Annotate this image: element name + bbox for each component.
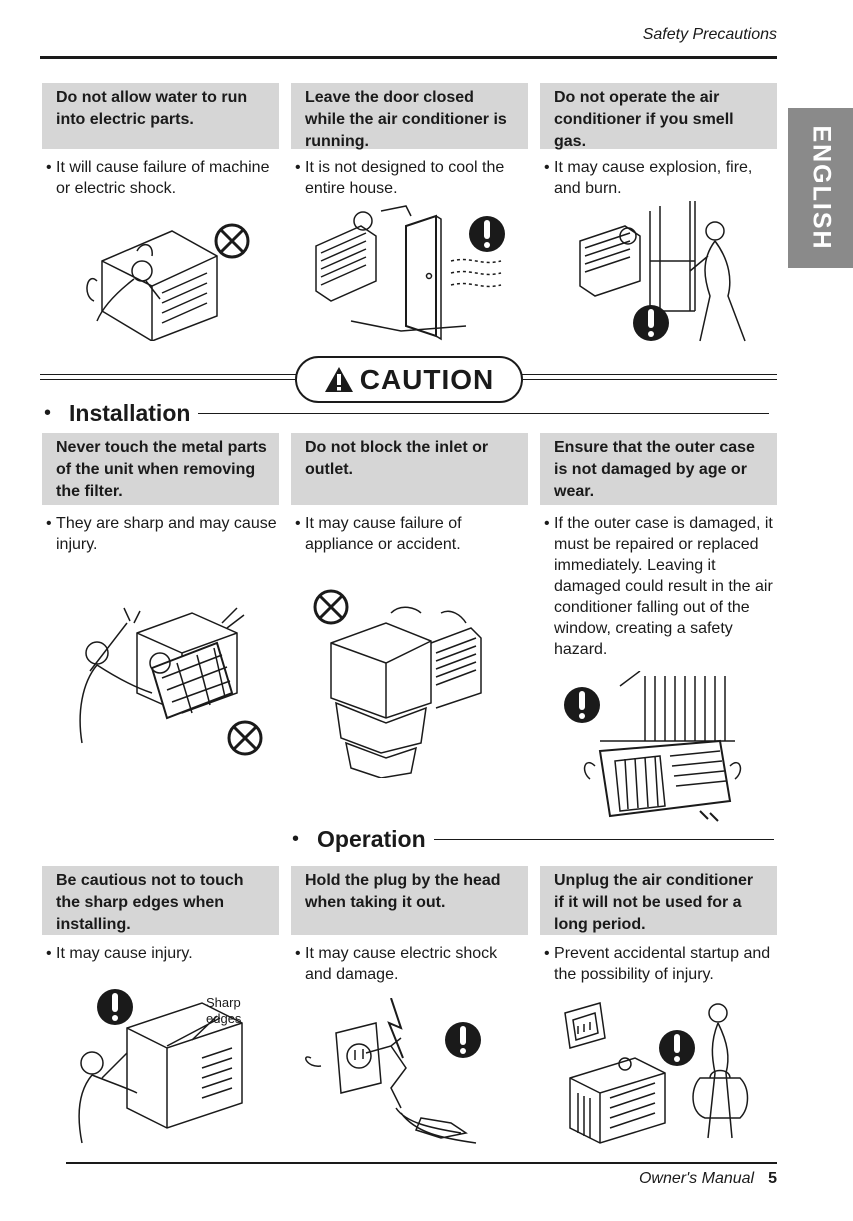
footer: Owner's Manual 5 [639,1170,777,1188]
water-electric-illustration [86,223,250,341]
installation-description: They are sharp and may cause injury. [42,513,279,555]
installation-title: Ensure that the outer case is not damage… [540,433,777,505]
installation-heading-rule [198,412,770,415]
prohibited-icon [227,720,263,756]
sharp-edges-callout-line2: edges [206,1011,242,1026]
header-rule [40,56,777,59]
unplug-illustration [564,1002,749,1144]
language-tab: ENGLISH [788,108,853,268]
mandatory-icon [469,216,505,252]
sharp-edges-illustration: Sharp edges [78,989,243,1144]
installation-description: It may cause failure of appliance or acc… [291,513,528,555]
mandatory-icon [659,1030,695,1066]
operation-title: Unplug the air conditioner if it will no… [540,866,777,935]
top-warnings-row: Do not allow water to run into electric … [42,83,777,342]
warning-triangle-icon [324,367,353,392]
operation-description: Prevent accidental startup and the possi… [540,943,777,985]
blocked-vent-illustration [313,589,482,778]
installation-row: Never touch the metal parts of the unit … [42,433,777,822]
warning-description: It will cause failure of machine or elec… [42,157,279,199]
warning-description: It may cause explosion, fire, and burn. [540,157,777,199]
warning-card-water: Do not allow water to run into electric … [42,83,279,341]
language-tab-label: ENGLISH [807,125,835,251]
caution-right-rule [521,374,777,380]
operation-heading-rule [433,838,774,841]
operation-card-unplug: Unplug the air conditioner if it will no… [540,866,777,1144]
sharp-edges-callout-line1: Sharp [206,995,241,1010]
warning-title: Do not operate the air conditioner if yo… [540,83,777,150]
caution-label: CAUTION [359,363,495,395]
gas-illustration [579,201,746,342]
operation-description: It may cause electric shock and damage. [291,943,528,985]
footer-rule [66,1162,777,1164]
operation-heading: • Operation [292,826,774,853]
mandatory-icon [97,989,133,1025]
operation-card-sharp-edges: Be cautious not to touch the sharp edges… [42,866,279,1144]
filter-removal-illustration [79,607,263,756]
mandatory-icon [445,1022,481,1058]
footer-manual-label: Owner's Manual [638,1170,755,1187]
caution-left-rule [40,374,297,380]
operation-title: Be cautious not to touch the sharp edges… [42,866,279,935]
installation-card-metal-parts: Never touch the metal parts of the unit … [42,433,279,756]
caution-pill: CAUTION [295,356,523,403]
installation-heading-label: Installation [69,400,191,426]
warning-title: Leave the door closed while the air cond… [291,83,528,150]
warning-title: Do not allow water to run into electric … [42,83,279,149]
prohibited-icon [214,223,250,259]
prohibited-icon [313,589,349,625]
operation-card-plug: Hold the plug by the head when taking it… [291,866,528,1144]
door-illustration [315,205,505,341]
installation-title: Never touch the metal parts of the unit … [42,433,279,505]
operation-description: It may cause injury. [42,943,279,964]
installation-card-outer-case: Ensure that the outer case is not damage… [540,433,777,822]
installation-title: Do not block the inlet or outlet. [291,433,528,505]
warning-card-gas: Do not operate the air conditioner if yo… [540,83,777,342]
warning-description: It is not designed to cool the entire ho… [291,157,528,199]
mandatory-icon [633,305,669,341]
installation-description: If the outer case is damaged, it must be… [540,513,777,660]
page-number: 5 [768,1170,777,1187]
plug-illustration [305,998,481,1144]
operation-title: Hold the plug by the head when taking it… [291,866,528,935]
damaged-case-illustration [564,671,742,822]
operation-heading-label: Operation [317,826,426,852]
operation-row: Be cautious not to touch the sharp edges… [42,866,777,1144]
caution-banner: CAUTION [40,356,777,404]
page-header-title: Safety Precautions [642,26,777,43]
installation-heading: • Installation [44,400,770,427]
mandatory-icon [564,687,600,723]
installation-card-inlet-outlet: Do not block the inlet or outlet. It may… [291,433,528,778]
warning-card-door: Leave the door closed while the air cond… [291,83,528,341]
